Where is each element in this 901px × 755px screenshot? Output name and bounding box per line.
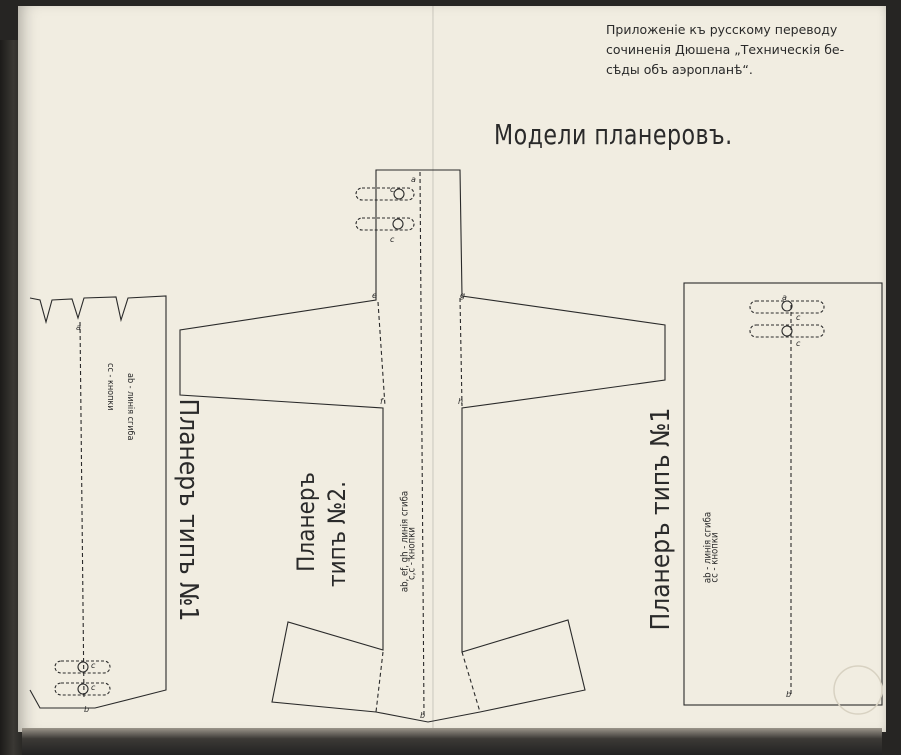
center-glider-fold-tail-left [375, 651, 384, 713]
center-glider-legend-pins: c,c - кнопки [406, 527, 418, 580]
page-bottom-edge [22, 728, 882, 755]
center-glider-title-line2: типъ №2. [323, 481, 351, 587]
center-glider-template [179, 169, 666, 723]
center-glider-pin-upper [393, 188, 405, 200]
left-glider-outline [29, 295, 167, 709]
center-glider-fold-ab [419, 171, 425, 717]
left-glider-fold-line [79, 321, 85, 701]
center-point-e: e [372, 291, 377, 300]
left-point-c-lower: c [91, 683, 96, 692]
page-title: Модели планеровъ. [494, 118, 733, 151]
center-glider-pin-lower [392, 218, 404, 230]
center-point-c-upper: c [390, 185, 395, 194]
right-glider-outline [683, 282, 883, 706]
center-glider-slot-lower [355, 217, 415, 231]
library-stamp [833, 665, 883, 715]
center-point-f: f [380, 397, 384, 406]
center-glider-outline [179, 169, 666, 723]
center-point-a: a [411, 175, 416, 184]
left-point-c-upper: c [91, 661, 96, 670]
right-glider-slot-lower [749, 324, 825, 338]
right-point-b: b [786, 690, 791, 699]
appendix-caption: Приложеніе къ русскому переводу сочинені… [606, 20, 876, 80]
left-glider-slot-lower [54, 682, 111, 696]
left-glider-slot-upper [54, 660, 111, 674]
center-point-b: b [420, 711, 425, 720]
book-spine [0, 40, 22, 755]
right-point-c-lower: c [796, 339, 801, 348]
center-point-g: g [460, 291, 465, 300]
left-glider-template [29, 295, 167, 709]
center-point-c-lower: c [390, 235, 395, 244]
right-point-c-upper: c [796, 313, 801, 322]
center-glider-title-line1: Планеръ [292, 472, 320, 572]
center-glider-slot-upper [355, 187, 415, 201]
center-glider-fold-gh-right [459, 297, 463, 407]
right-glider-template [683, 282, 883, 715]
left-glider-pin-lower [77, 683, 89, 695]
caption-line-2: сочиненія Дюшена „Техническія бе- [606, 42, 845, 57]
center-glider-fold-ef-left [377, 301, 386, 407]
caption-line-3: сѣды объ аэропланѣ“. [606, 62, 753, 77]
right-glider-title: Планеръ типъ №1 [646, 407, 676, 631]
page-fold-line [432, 6, 434, 732]
page-sheet [18, 6, 886, 732]
left-glider-legend-fold: ab - линія сгиба [125, 373, 135, 441]
center-glider-fold-tail-right [461, 651, 481, 713]
right-point-a: a [782, 293, 787, 302]
left-point-a: a [76, 323, 81, 332]
left-point-b: b [84, 705, 89, 714]
left-glider-pin-upper [77, 661, 89, 673]
right-glider-pin-lower [781, 325, 793, 337]
caption-line-1: Приложеніе къ русскому переводу [606, 22, 838, 37]
right-glider-pin-upper [781, 300, 793, 312]
center-point-h: h [458, 397, 463, 406]
right-glider-legend-pins: cc - кнопки [709, 532, 721, 583]
left-glider-legend-pins: cc - кнопки [105, 363, 115, 411]
left-glider-title: Планеръ типъ №1 [173, 398, 203, 622]
